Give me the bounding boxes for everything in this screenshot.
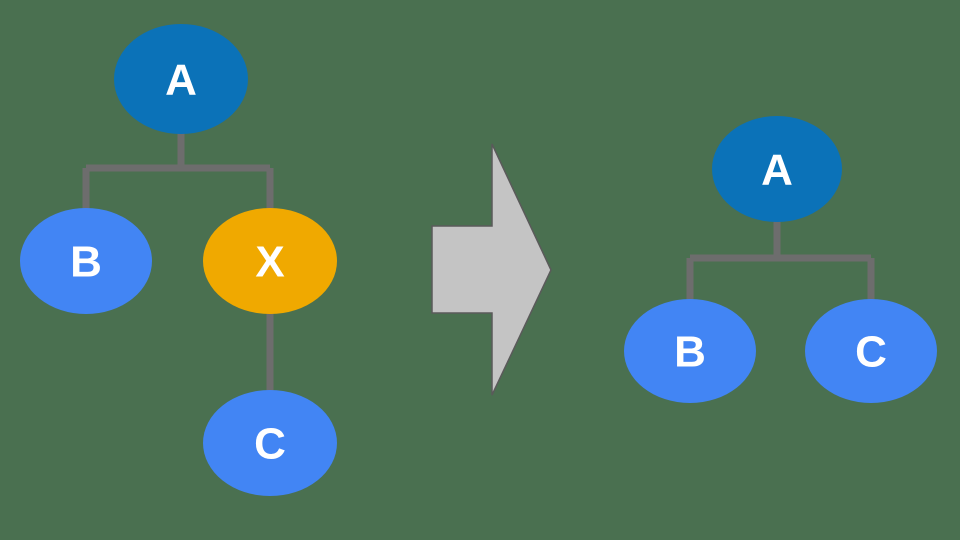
before-node-a[interactable]: A: [114, 24, 248, 134]
after-tree-group: A B C: [624, 116, 937, 403]
after-node-c[interactable]: C: [805, 299, 937, 403]
after-node-b-shape: [624, 299, 756, 403]
after-node-c-shape: [805, 299, 937, 403]
before-node-c-shape: [203, 390, 337, 496]
after-edge-a-to-children: [686, 219, 875, 302]
arrow-right-icon: [431, 143, 552, 396]
before-node-x[interactable]: X: [203, 208, 337, 314]
transformation-arrow: [431, 143, 552, 396]
before-node-b[interactable]: B: [20, 208, 152, 314]
after-node-b[interactable]: B: [624, 299, 756, 403]
before-tree-group: A B X C: [20, 24, 337, 496]
after-node-a[interactable]: A: [712, 116, 842, 222]
before-node-a-shape: [114, 24, 248, 134]
before-node-b-shape: [20, 208, 152, 314]
before-node-x-shape: [203, 208, 337, 314]
before-edge-a-to-children: [82, 130, 274, 212]
after-node-a-shape: [712, 116, 842, 222]
before-node-c[interactable]: C: [203, 390, 337, 496]
